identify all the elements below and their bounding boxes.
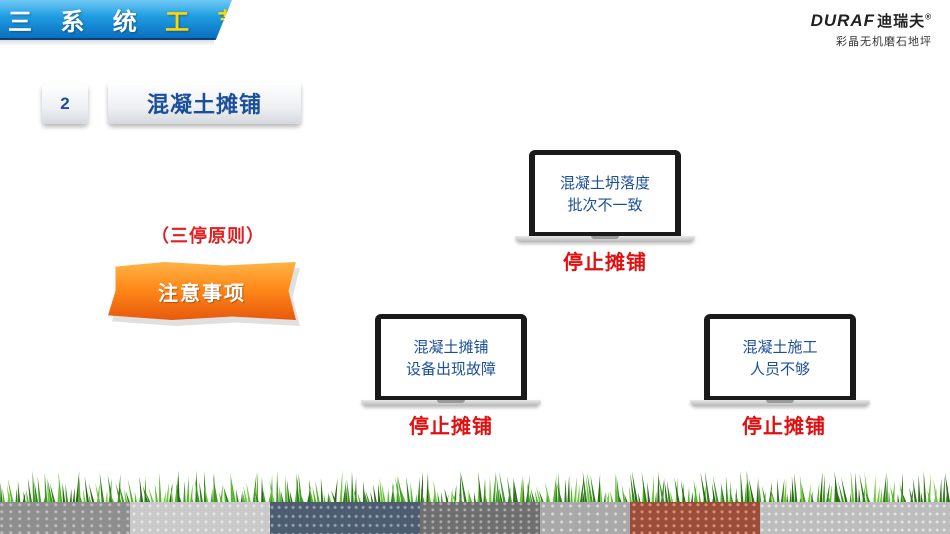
- notice-ribbon: 注意事项: [108, 262, 296, 320]
- laptop-screen: 混凝土坍落度 批次不一致: [535, 155, 675, 232]
- floor-tile: [760, 502, 950, 534]
- screen-line-1: 混凝土摊铺: [413, 337, 489, 356]
- laptop-icon: 混凝土坍落度 批次不一致: [515, 150, 695, 245]
- banner-shadow: [0, 38, 214, 46]
- terrazzo-floor-decoration: [0, 502, 950, 534]
- laptop-notch: [591, 236, 619, 239]
- floor-tile: [540, 502, 630, 534]
- laptop-notch: [437, 400, 465, 403]
- notice-text: 注意事项: [158, 280, 246, 305]
- screen-line-1: 混凝土坍落度: [559, 173, 650, 192]
- laptop-icon: 混凝土摊铺 设备出现故障: [361, 314, 541, 409]
- laptop-lid: 混凝土摊铺 设备出现故障: [375, 314, 527, 400]
- laptop-lid: 混凝土坍落度 批次不一致: [529, 150, 681, 236]
- floor-tile: [630, 502, 760, 534]
- banner-title: 三 系 统 工 艺: [8, 2, 252, 37]
- screen-line-2: 人员不够: [749, 359, 810, 378]
- stop-label: 停止摊铺: [563, 250, 647, 274]
- laptop-screen: 混凝土施工 人员不够: [710, 319, 850, 396]
- laptop-screen: 混凝土摊铺 设备出现故障: [381, 319, 521, 396]
- screen-line-1: 混凝土施工: [742, 337, 818, 356]
- laptop-lid: 混凝土施工 人员不够: [704, 314, 856, 400]
- floor-tile: [270, 502, 420, 534]
- banner-title-gold: 工 艺: [165, 7, 252, 36]
- laptop-base: [690, 400, 870, 406]
- section-number: 2: [42, 84, 88, 124]
- principle-label: （三停原则）: [151, 226, 265, 247]
- laptop-base: [361, 400, 541, 406]
- floor-tile: [420, 502, 540, 534]
- brand-logo-cn: 迪瑞夫: [877, 13, 926, 30]
- laptop-base: [515, 236, 695, 242]
- stop-label: 停止摊铺: [409, 414, 493, 438]
- brand-subtitle: 彩晶无机磨石地坪: [836, 35, 932, 48]
- floor-tile: [130, 502, 270, 534]
- grass-decoration: [0, 470, 950, 508]
- floor-tile: [0, 502, 130, 534]
- laptop-notch: [766, 400, 794, 403]
- section-title: 混凝土摊铺: [108, 82, 301, 124]
- laptop-icon: 混凝土施工 人员不够: [690, 314, 870, 409]
- banner-title-white: 三 系 统: [8, 7, 166, 36]
- header-banner: 三 系 统 工 艺: [0, 0, 232, 40]
- stop-label: 停止摊铺: [742, 414, 826, 438]
- brand-logo-latin: DURAF: [810, 11, 876, 30]
- registered-mark: ®: [925, 12, 932, 22]
- screen-line-2: 设备出现故障: [405, 359, 496, 378]
- screen-line-2: 批次不一致: [567, 195, 643, 214]
